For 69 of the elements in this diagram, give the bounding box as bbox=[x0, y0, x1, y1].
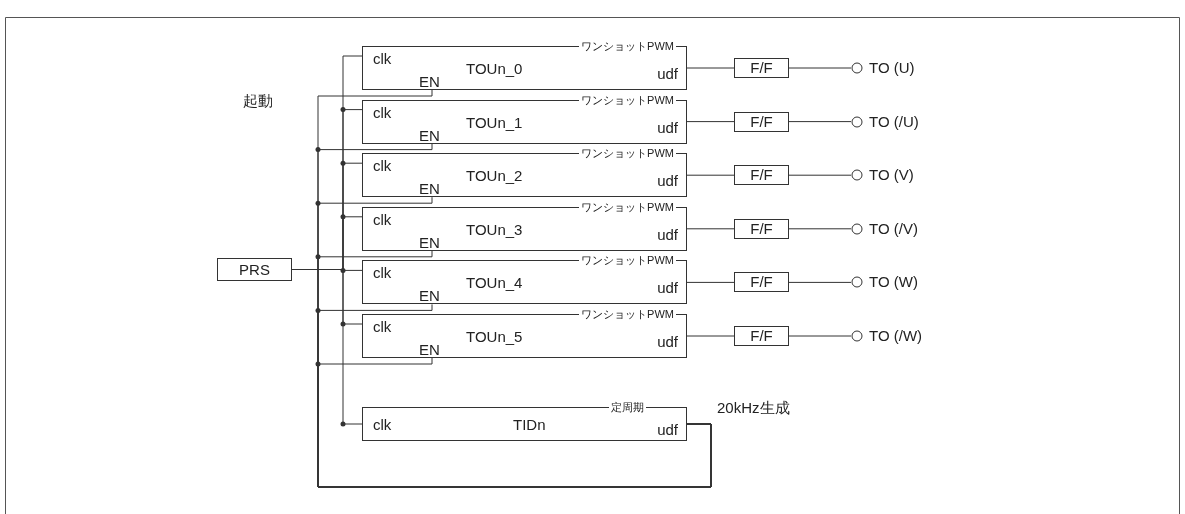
block-name: TOUn_5 bbox=[466, 329, 523, 345]
connector-line bbox=[788, 228, 852, 230]
box-label: F/F bbox=[749, 60, 774, 76]
pin-label: udf bbox=[657, 280, 678, 297]
pin-label: udf bbox=[657, 66, 678, 82]
block-function-label: ワンショットPWM bbox=[579, 40, 676, 52]
prescaler-box bbox=[217, 258, 292, 281]
pin-label: udf bbox=[657, 119, 678, 136]
pin-label: clk bbox=[373, 51, 392, 67]
connector-line bbox=[788, 174, 852, 176]
block-name: TOUn_2 bbox=[466, 168, 523, 185]
block-function-label: ワンショットPWM bbox=[579, 200, 676, 213]
connector-line bbox=[686, 67, 735, 69]
pin-label: EN bbox=[419, 342, 440, 358]
box-label: PRS bbox=[238, 261, 271, 278]
connector-line bbox=[788, 281, 852, 283]
connector-line bbox=[317, 357, 712, 488]
flip-flop-box bbox=[734, 165, 789, 186]
pin-label: clk bbox=[373, 265, 392, 282]
terminal-label: TO (V) bbox=[869, 167, 914, 184]
pin-label: clk bbox=[373, 104, 392, 121]
box-label: F/F bbox=[749, 328, 774, 344]
connector-line bbox=[686, 174, 735, 176]
flip-flop-box bbox=[734, 218, 789, 239]
pin-label: clk bbox=[373, 319, 392, 335]
block-function-label: ワンショットPWM bbox=[579, 147, 676, 160]
block-function-label: ワンショットPWM bbox=[579, 254, 676, 267]
box-label: F/F bbox=[749, 113, 774, 130]
flip-flop-box bbox=[734, 111, 789, 132]
signal-label: 起動 bbox=[243, 92, 273, 111]
block-function-label: ワンショットPWM bbox=[579, 308, 676, 320]
frequency-note: 20kHz生成 bbox=[717, 399, 790, 418]
terminal-label: TO (/U) bbox=[869, 113, 919, 130]
box-label: F/F bbox=[749, 167, 774, 184]
flip-flop-box bbox=[734, 326, 789, 346]
block-name: TOUn_1 bbox=[466, 114, 523, 131]
pin-label: EN bbox=[419, 288, 440, 305]
pin-label: clk bbox=[373, 158, 392, 175]
block-name: TOUn_0 bbox=[466, 61, 523, 77]
terminal-label: TO (U) bbox=[869, 60, 915, 76]
connector-line bbox=[686, 335, 735, 337]
connector-line bbox=[788, 121, 852, 123]
pin-label: clk bbox=[373, 417, 392, 433]
pin-label: udf bbox=[657, 334, 678, 350]
flip-flop-box bbox=[734, 58, 789, 78]
terminal-label: TO (/W) bbox=[869, 328, 923, 344]
pin-label: EN bbox=[419, 127, 440, 144]
terminal-label: TO (W) bbox=[869, 274, 918, 291]
pin-label: EN bbox=[419, 234, 440, 251]
connector-line bbox=[686, 281, 735, 283]
pin-label: clk bbox=[373, 211, 392, 228]
box-label: F/F bbox=[749, 274, 774, 291]
block-name: TOUn_3 bbox=[466, 221, 523, 238]
pin-label: EN bbox=[419, 181, 440, 198]
pin-label: udf bbox=[657, 226, 678, 243]
connector-line bbox=[788, 335, 852, 337]
flip-flop-box bbox=[734, 272, 789, 293]
box-label: F/F bbox=[749, 220, 774, 237]
block-name: TOUn_4 bbox=[466, 275, 523, 292]
pin-label: udf bbox=[657, 173, 678, 190]
block-function-label: ワンショットPWM bbox=[579, 93, 676, 106]
terminal-label: TO (/V) bbox=[869, 220, 918, 237]
block-name: TIDn bbox=[513, 417, 546, 433]
connector-line bbox=[686, 228, 735, 230]
connector-line bbox=[686, 121, 735, 123]
block-function-label: 定周期 bbox=[609, 401, 646, 413]
pin-label: EN bbox=[419, 74, 440, 90]
connector-line bbox=[788, 67, 852, 69]
pin-label: udf bbox=[657, 422, 678, 438]
